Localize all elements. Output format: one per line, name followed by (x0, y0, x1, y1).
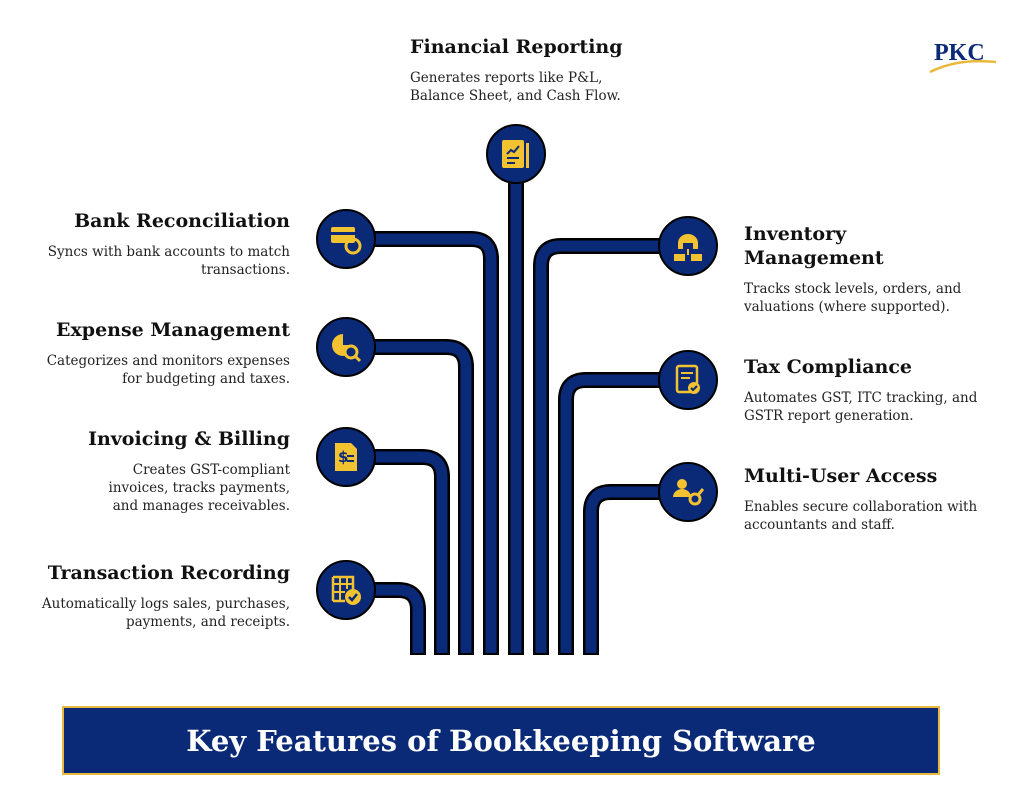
pipe-multiuser (585, 486, 664, 653)
feature-invoicing-billing: Invoicing & Billing Creates GST-complian… (40, 427, 290, 515)
grid-check-icon (316, 560, 376, 620)
feature-title: Bank Reconciliation (74, 210, 290, 232)
card-sync-icon (316, 209, 376, 269)
feature-title: Inventory Management (744, 223, 884, 269)
feature-tax-compliance: Tax Compliance Automates GST, ITC tracki… (744, 355, 989, 425)
feature-title: Multi-User Access (744, 465, 938, 487)
report-chart-icon (486, 124, 546, 184)
feature-desc: Automates GST, ITC tracking, and GSTR re… (744, 390, 978, 424)
pipe-inventory (535, 240, 664, 653)
pipe-invoicing (370, 451, 448, 653)
pie-search-icon (316, 317, 376, 377)
feature-desc: Generates reports like P&L, Balance Shee… (410, 70, 621, 104)
svg-text:$: $ (338, 448, 348, 466)
feature-desc: Creates GST-compliant invoices, tracks p… (108, 462, 290, 514)
feature-multi-user-access: Multi-User Access Enables secure collabo… (744, 464, 989, 534)
feature-bank-reconciliation: Bank Reconciliation Syncs with bank acco… (40, 209, 290, 279)
warehouse-hierarchy-icon (658, 216, 718, 276)
feature-expense-management: Expense Management Categorizes and monit… (40, 318, 290, 388)
feature-transaction-recording: Transaction Recording Automatically logs… (40, 561, 290, 631)
feature-desc: Enables secure collaboration with accoun… (744, 499, 978, 533)
feature-financial-reporting: Financial Reporting Generates reports li… (410, 35, 670, 105)
invoice-dollar-icon: $ (316, 427, 376, 487)
title-banner: Key Features of Bookkeeping Software (62, 706, 940, 775)
feature-desc: Syncs with bank accounts to match transa… (47, 244, 290, 278)
feature-title: Invoicing & Billing (88, 428, 290, 450)
feature-title: Tax Compliance (744, 356, 912, 378)
feature-desc: Categorizes and monitors expenses for bu… (46, 353, 290, 387)
feature-desc: Tracks stock levels, orders, and valuati… (744, 281, 962, 315)
feature-title: Transaction Recording (47, 562, 290, 584)
feature-inventory-management: Inventory Management Tracks stock levels… (744, 222, 961, 316)
feature-desc: Automatically logs sales, purchases, pay… (41, 596, 290, 630)
feature-title: Financial Reporting (410, 36, 623, 58)
pipe-bank (370, 233, 497, 653)
users-key-icon (658, 462, 718, 522)
pipe-tax (560, 374, 664, 653)
document-check-icon (658, 350, 718, 410)
pkc-logo: PKC (929, 40, 997, 74)
pipe-transaction (370, 584, 424, 653)
pipe-expense (370, 341, 472, 653)
feature-title: Expense Management (55, 319, 290, 341)
